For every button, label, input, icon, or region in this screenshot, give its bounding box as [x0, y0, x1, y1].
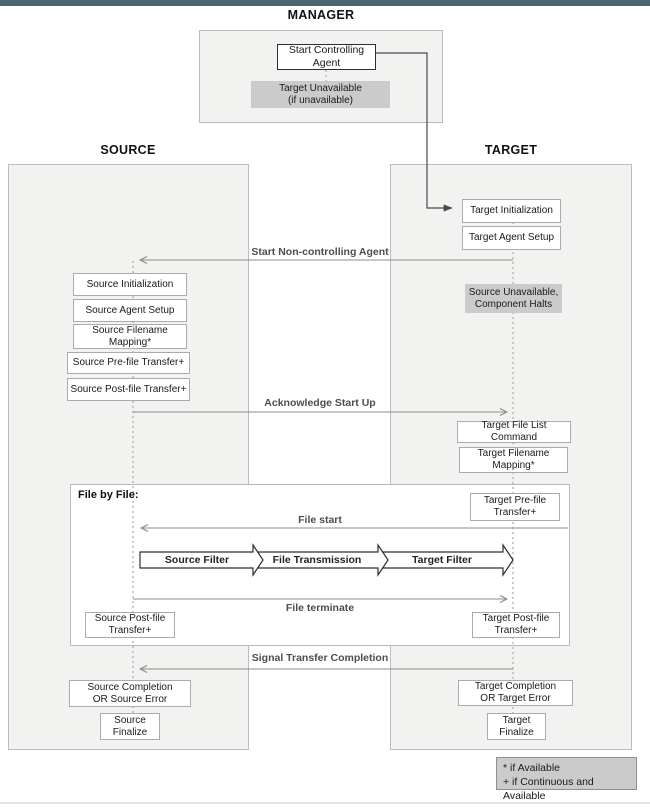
source-agent-setup-box: Source Agent Setup [73, 299, 187, 322]
legend-box: * if Available + if Continuous and Avail… [496, 757, 637, 802]
legend-line-2: + if Continuous and Available [503, 776, 594, 803]
file-transmission-label: File Transmission [272, 554, 362, 566]
source-completion-box: Source Completion OR Source Error [69, 680, 191, 707]
source-finalize-box: Source Finalize [100, 713, 160, 740]
source-pre-file-transfer-box: Source Pre-file Transfer+ [67, 352, 190, 374]
target-unavailable-box: Target Unavailable (if unavailable) [251, 81, 390, 108]
source-panel [8, 164, 249, 750]
source-post-file-transfer-fbf-box: Source Post-file Transfer+ [85, 612, 175, 638]
target-post-file-transfer-fbf-box: Target Post-file Transfer+ [472, 612, 560, 638]
file-terminate-label: File terminate [285, 602, 355, 614]
target-completion-box: Target Completion OR Target Error [458, 680, 573, 706]
manager-to-target-arrow [376, 52, 453, 212]
target-initialization-box: Target Initialization [462, 199, 561, 223]
target-filter-block-arrow [381, 543, 514, 577]
target-file-list-command-box: Target File List Command [457, 420, 571, 443]
source-initialization-box: Source Initialization [73, 273, 187, 296]
target-filename-mapping-box: Target Filename Mapping* [459, 447, 568, 473]
start-noncontrolling-label: Start Non-controlling Agent [251, 246, 389, 258]
source-unavailable-box: Source Unavailable, Component Halts [465, 284, 562, 313]
source-filter-label: Source Filter [164, 554, 230, 566]
source-post-file-transfer-box: Source Post-file Transfer+ [67, 378, 190, 401]
file-by-file-title: File by File: [78, 489, 139, 501]
bottom-faint-line [0, 802, 650, 804]
signal-completion-label: Signal Transfer Completion [251, 652, 389, 664]
file-transmission-block-arrow [256, 543, 389, 577]
target-pre-file-transfer-box: Target Pre-file Transfer+ [470, 493, 560, 521]
target-filter-label: Target Filter [412, 554, 472, 566]
source-header: SOURCE [100, 143, 156, 157]
legend-line-1: * if Available [503, 762, 561, 774]
source-filename-mapping-box: Source Filename Mapping* [73, 324, 187, 349]
start-controlling-agent-box: Start Controlling Agent [277, 44, 376, 70]
acknowledge-startup-label: Acknowledge Start Up [264, 397, 376, 409]
file-start-label: File start [298, 514, 342, 526]
top-accent-bar [0, 0, 650, 6]
target-agent-setup-box: Target Agent Setup [462, 226, 561, 250]
target-header: TARGET [484, 143, 538, 157]
manager-header: MANAGER [287, 8, 355, 22]
source-filter-block-arrow [139, 543, 264, 577]
target-finalize-box: Target Finalize [487, 713, 546, 740]
